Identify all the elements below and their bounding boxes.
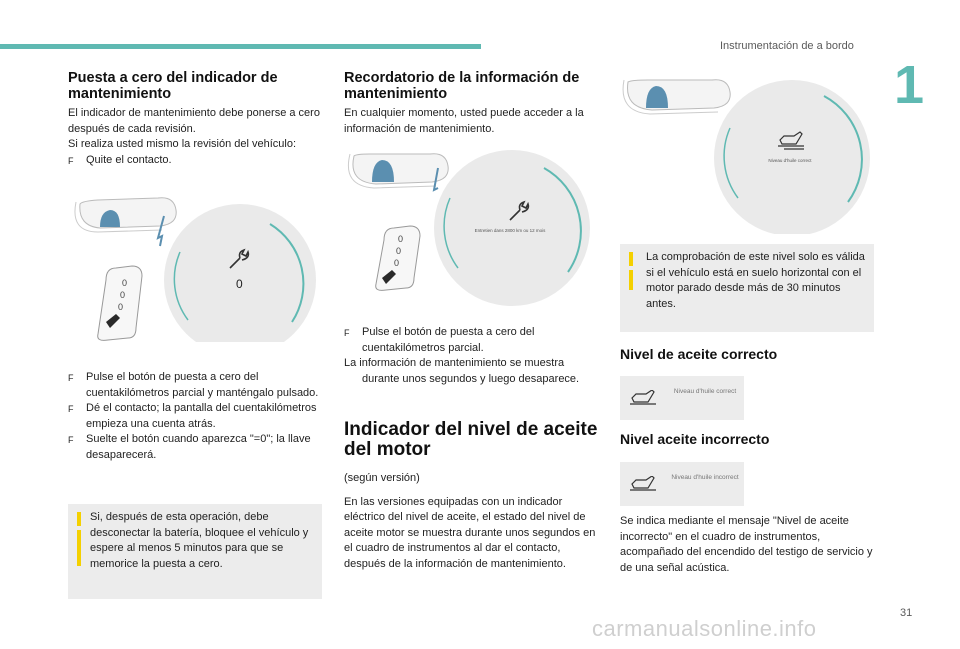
countdown-digit: 0: [236, 277, 243, 291]
svg-text:0: 0: [394, 258, 399, 268]
oil-level-body: En las versiones equipadas con un indica…: [344, 495, 596, 570]
wrench-icon: [509, 200, 530, 221]
col1-heading-block: Puesta a cero del indicador de mantenimi…: [68, 70, 320, 169]
oil-incorrect-panel: Niveau d'huile incorrect: [620, 462, 744, 506]
wrench-icon: [229, 248, 250, 269]
col1-intro-2: Si realiza usted mismo la revisión del v…: [68, 138, 297, 151]
page-number: 31: [900, 607, 913, 619]
odo-digit-2: 0: [120, 290, 125, 300]
col3-note-text: La comprobación de este nivel solo es vá…: [646, 251, 865, 310]
oil-incorrect-display: Niveau d'huile incorrect: [671, 474, 739, 481]
col2-result: La información de mantenimiento se muest…: [344, 357, 580, 385]
reset-procedure-figure: 0 0 0 0: [74, 197, 316, 342]
oil-level-title: Indicador del nivel de aceite del motor: [344, 419, 598, 460]
col1-title: Puesta a cero del indicador de mantenimi…: [68, 70, 278, 102]
chapter-number: 1: [894, 55, 925, 115]
oil-level-figure: Niveau d'huile correct: [622, 79, 870, 234]
svg-text:0: 0: [396, 246, 401, 256]
svg-text:0: 0: [398, 234, 403, 244]
header-accent-bar: [0, 44, 481, 49]
col1-note-text: Si, después de esta operación, debe desc…: [90, 511, 309, 570]
maintenance-info-figure: 0 0 0 Entretien dans 2800 km ou 12 mois: [348, 150, 590, 306]
oil-level-version: (según versión): [344, 472, 420, 484]
col2-intro: En cualquier momento, usted puede accede…: [344, 107, 584, 135]
odo-digit-3: 0: [118, 302, 123, 312]
oil-correct-display: Niveau d'huile correct: [673, 388, 737, 395]
bullet-marker: F: [68, 155, 74, 166]
maintenance-display-text: Entretien dans 2800 km ou 12 mois: [474, 228, 546, 233]
col1-intro-1: El indicador de mantenimiento debe poner…: [68, 107, 320, 135]
oil-display-text: Niveau d'huile correct: [768, 158, 812, 163]
oil-can-icon: [778, 131, 804, 150]
oil-correct-title: Nivel de aceite correcto: [620, 346, 778, 362]
oil-incorrect-body: Se indica mediante el mensaje "Nivel de …: [620, 515, 873, 574]
oil-level-section: Indicador del nivel de aceite del motor …: [344, 420, 602, 573]
odo-digit-1: 0: [122, 278, 127, 288]
col1-note: Si, después de esta operación, debe desc…: [68, 504, 322, 599]
watermark: carmanualsonline.info: [592, 616, 817, 641]
oil-can-icon: [630, 390, 656, 405]
section-title: Instrumentación de a bordo: [720, 40, 854, 52]
col2-heading-block: Recordatorio de la información de manten…: [344, 70, 598, 137]
oil-correct-panel: Niveau d'huile correct: [620, 376, 744, 420]
oil-can-icon: [630, 476, 656, 491]
col3-note: La comprobación de este nivel solo es vá…: [620, 244, 874, 332]
col2-title: Recordatorio de la información de manten…: [344, 70, 580, 102]
note-marker: [77, 512, 81, 526]
oil-incorrect-title: Nivel aceite incorrecto: [620, 431, 770, 447]
